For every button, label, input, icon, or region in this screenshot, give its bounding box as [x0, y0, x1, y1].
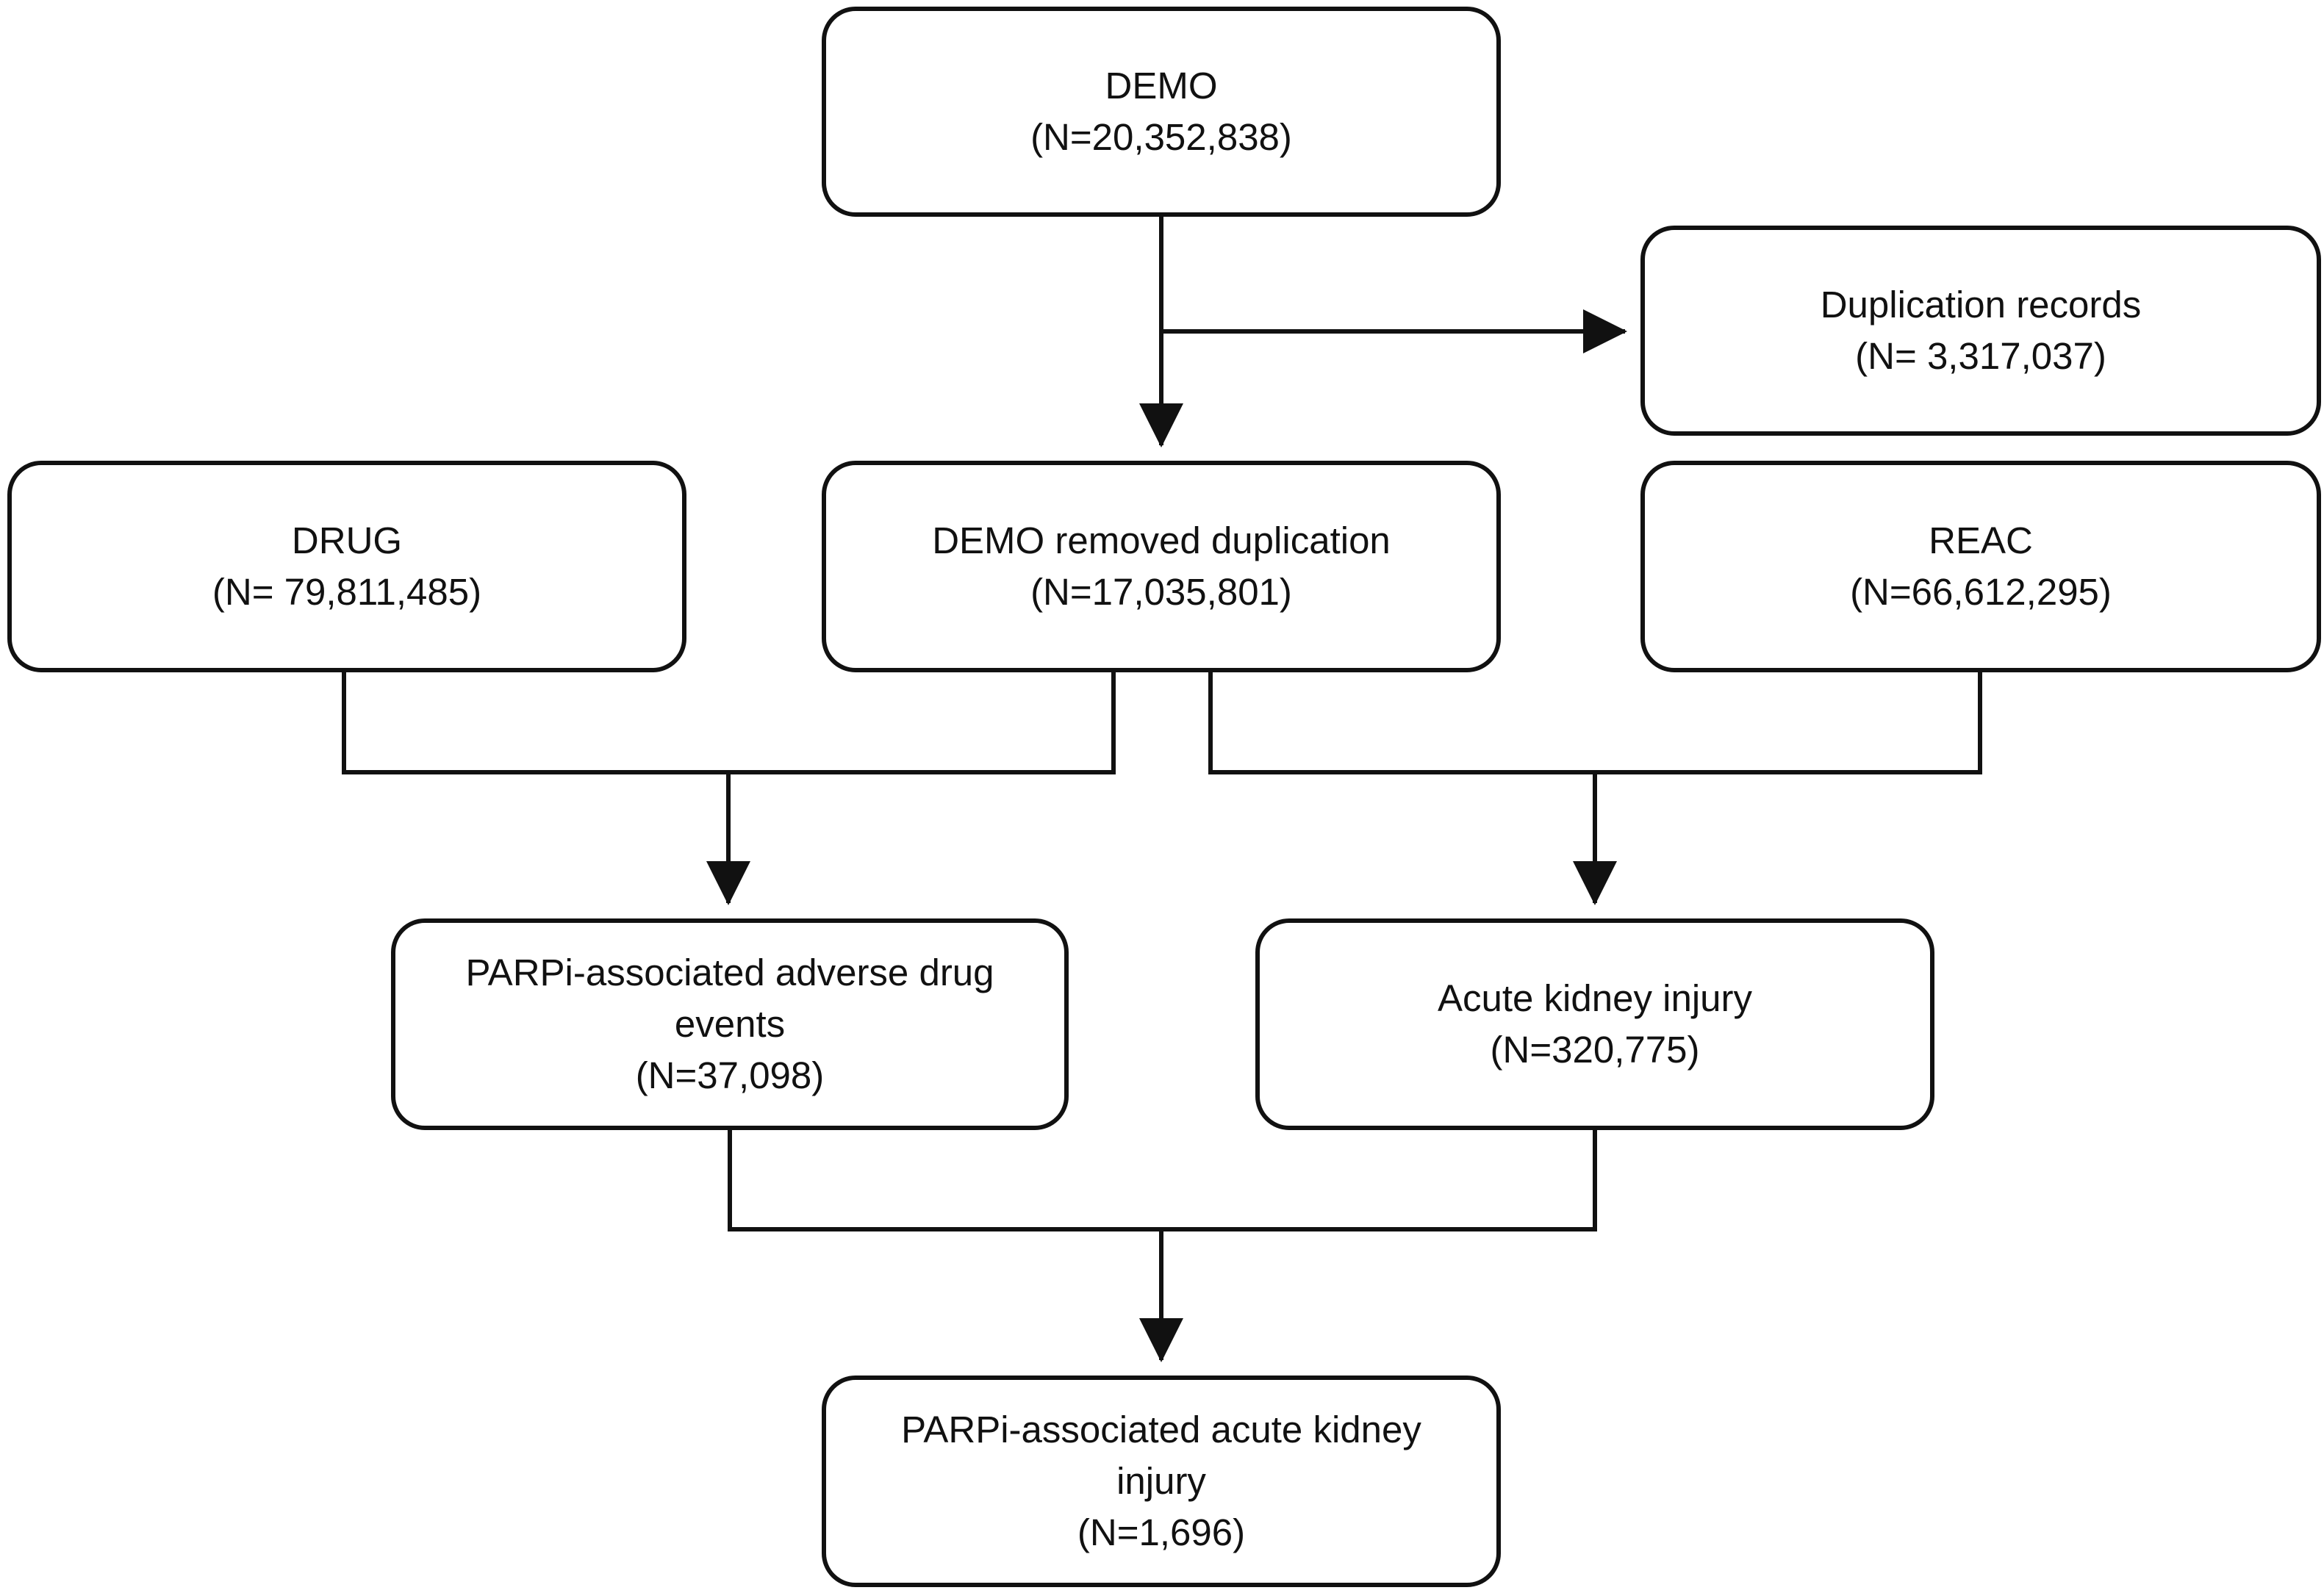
connector-demo-reac-merge [1208, 670, 1982, 774]
node-duplication-count: (N= 3,317,037) [1855, 335, 2106, 377]
node-demo-removed-name: DEMO removed duplication [932, 519, 1391, 562]
node-parpi-adverse-drug-events: PARPi-associated adverse drug events (N=… [391, 918, 1069, 1130]
node-parpi-ade-count: (N=37,098) [635, 1054, 825, 1096]
node-parpi-acute-kidney-injury: PARPi-associated acute kidney injury (N=… [822, 1376, 1501, 1587]
node-reac-count: (N=66,612,295) [1850, 571, 2112, 613]
node-drug: DRUG (N= 79,811,485) [7, 461, 686, 672]
node-reac-name: REAC [1929, 519, 2033, 562]
connector-ade-aki-merge [728, 1128, 1597, 1231]
node-demo: DEMO (N=20,352,838) [822, 7, 1501, 217]
node-demo-removed-count: (N=17,035,801) [1030, 571, 1292, 613]
node-parpi-ade-name: PARPi-associated adverse drug events [465, 952, 994, 1046]
connector-drug-demo-merge [342, 670, 1116, 774]
node-drug-name: DRUG [291, 519, 403, 562]
node-duplication-name: Duplication records [1820, 284, 2142, 326]
node-demo-removed-duplication: DEMO removed duplication (N=17,035,801) [822, 461, 1501, 672]
node-aki-count: (N=320,775) [1490, 1029, 1700, 1071]
node-acute-kidney-injury: Acute kidney injury (N=320,775) [1255, 918, 1934, 1130]
node-duplication-records: Duplication records (N= 3,317,037) [1640, 226, 2321, 436]
node-demo-count: (N=20,352,838) [1030, 116, 1292, 158]
node-reac: REAC (N=66,612,295) [1640, 461, 2321, 672]
node-demo-name: DEMO [1105, 65, 1218, 107]
node-parpi-aki-name: PARPi-associated acute kidney injury [901, 1409, 1421, 1503]
node-drug-count: (N= 79,811,485) [212, 571, 482, 613]
node-parpi-aki-count: (N=1,696) [1077, 1511, 1246, 1553]
node-aki-name: Acute kidney injury [1437, 977, 1753, 1020]
